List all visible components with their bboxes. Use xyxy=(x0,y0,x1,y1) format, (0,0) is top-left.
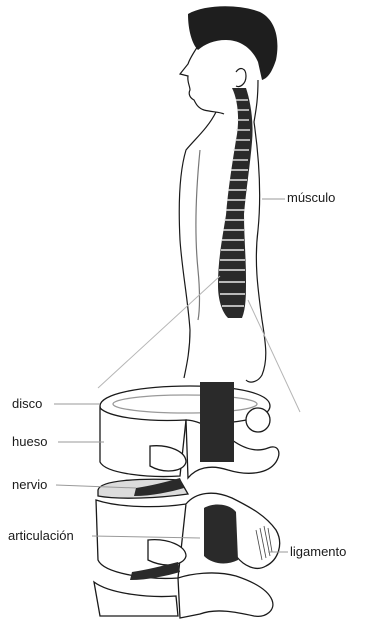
spinal-cord xyxy=(200,382,234,462)
vertebral-body-3 xyxy=(94,582,178,616)
label-hueso: hueso xyxy=(12,434,47,450)
ear xyxy=(236,69,246,87)
label-disco: disco xyxy=(12,396,42,412)
lower-process xyxy=(178,573,273,618)
spine-in-figure xyxy=(218,88,253,318)
label-musculo: músculo xyxy=(287,190,335,206)
spinal-cord-lower xyxy=(204,505,238,564)
label-nervio: nervio xyxy=(12,477,47,493)
front-outline xyxy=(179,112,216,378)
disc-top-surface xyxy=(113,395,257,413)
hair xyxy=(188,6,277,80)
spine-column xyxy=(218,88,253,318)
face-profile xyxy=(180,46,224,114)
leader-lines xyxy=(54,199,288,552)
vertebrae-closeup xyxy=(94,386,280,618)
label-articulacion: articulación xyxy=(8,528,74,544)
process-knob xyxy=(246,408,270,432)
label-ligamento: ligamento xyxy=(290,544,346,560)
